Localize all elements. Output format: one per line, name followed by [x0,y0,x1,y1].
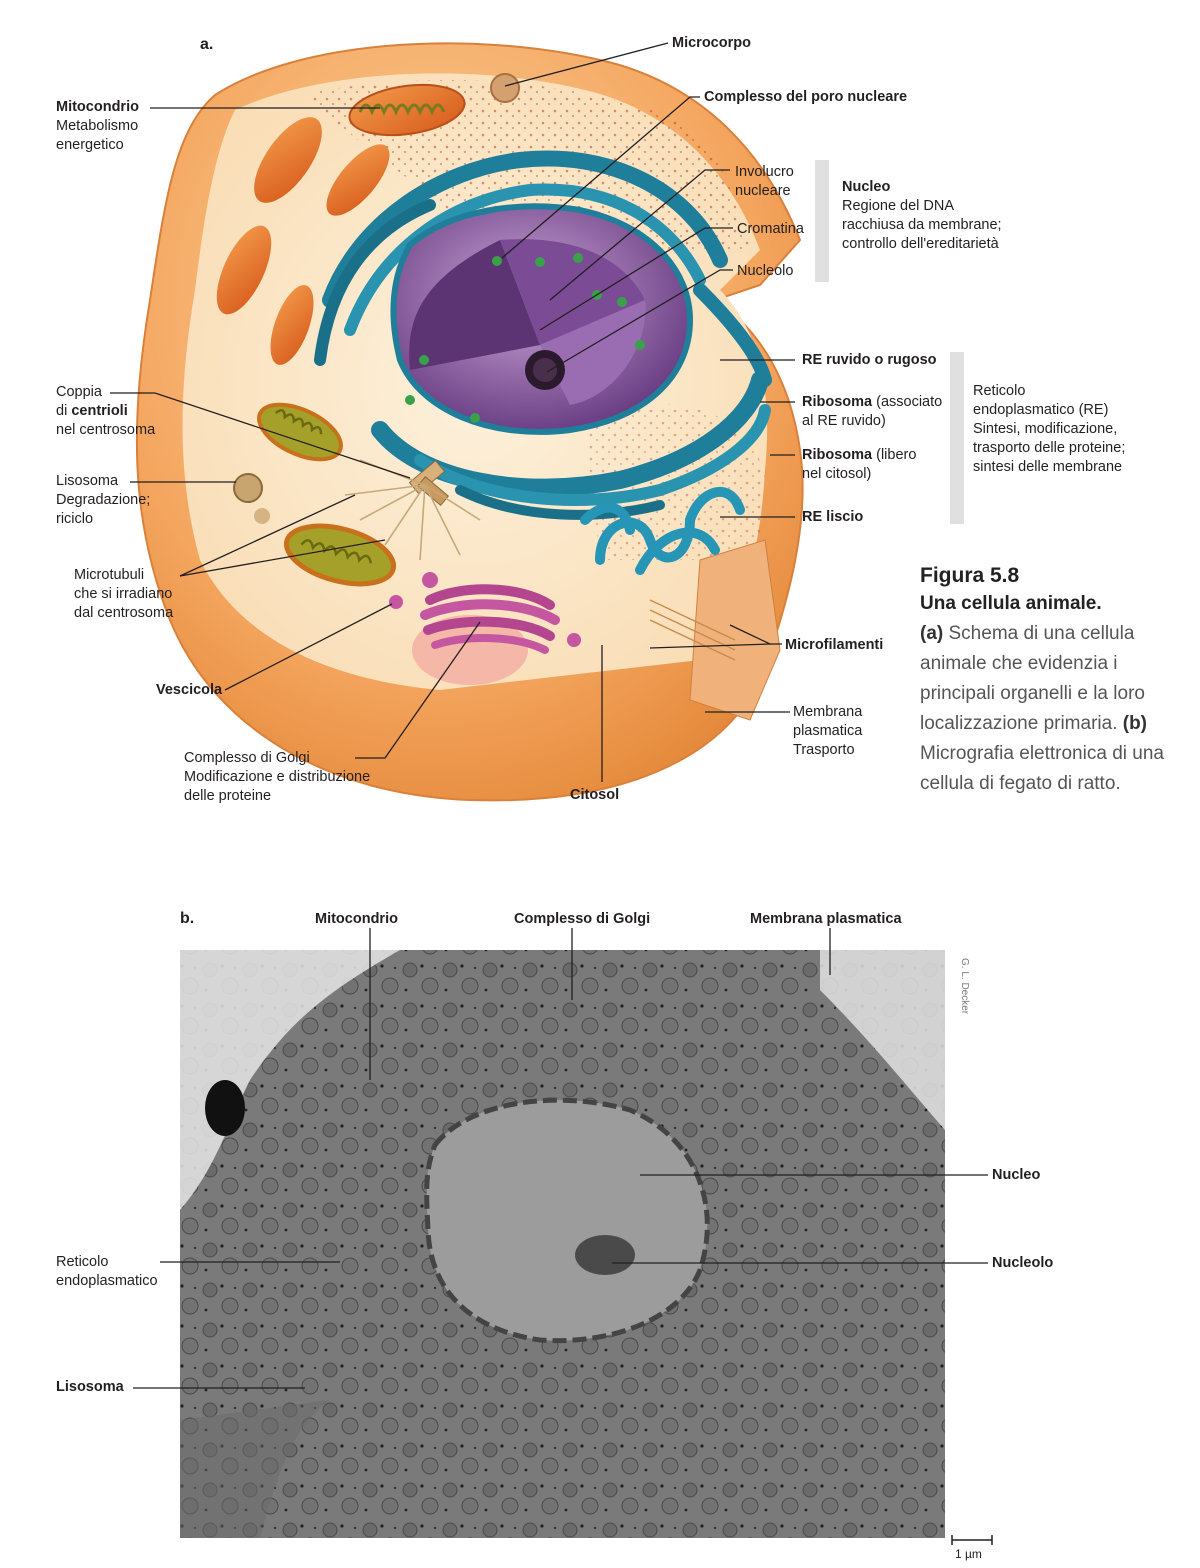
caption-b-text: Micrografia elettronica di una cellula d… [920,743,1164,794]
label-microfilamenti: Microfilamenti [785,637,884,653]
label-cromatina: Cromatina [737,221,804,237]
label-lisosoma: Lisosoma Degradazione; riciclo [56,472,150,529]
label-nucleolo: Nucleolo [737,263,794,279]
caption-body: (a) Schema di una cellula animale che ev… [920,619,1190,799]
leader-lines-b [133,928,988,1389]
label-membrana: Membrana plasmatica Trasporto [793,703,862,760]
membrane-flap [689,539,781,721]
label-mitocondrio: Mitocondrio Metabolismo energetico [56,98,139,155]
em-label-nucleo: Nucleo [992,1167,1041,1183]
micrograph [180,950,945,1538]
label-lisosoma-desc-1: Degradazione; [56,492,151,508]
label-reticolo-desc-2: trasporto delle proteine; [973,440,1126,456]
label-golgi-desc-1: Modificazione e distribuzione [184,769,371,785]
label-microtubuli-desc-1: che si irradiano [74,586,173,602]
label-coppia-2a: di [56,403,72,419]
label-poro-nucleare: Complesso del poro nucleare [704,89,908,105]
microbody [490,73,520,103]
smooth-er [580,486,745,575]
scale-bar [951,1535,993,1545]
label-membrana-desc: Trasporto [793,742,855,758]
rough-er [314,150,772,520]
label-coppia-2b: centrioli [71,403,128,419]
label-vescicola: Vescicola [156,682,223,698]
label-re-ruvido: RE ruvido o rugoso [802,352,937,368]
label-mitocondrio-desc-1: Metabolismo [56,118,139,134]
label-centrioli: Coppia di centrioli nel centrosoma [56,383,155,440]
label-reticolo-desc-3: sintesi delle membrane [973,459,1123,475]
label-re-liscio: RE liscio [802,509,864,525]
label-reticolo-title-1: Reticolo [973,383,1026,399]
em-label-nucleolo: Nucleolo [992,1255,1054,1271]
label-golgi-title: Complesso di Golgi [184,750,310,766]
scale-label: 1 µm [955,1547,982,1561]
label-ribosoma-associato: Ribosoma (associato al RE ruvido) [802,393,942,431]
label-involucro: Involucro nucleare [735,163,794,201]
em-label-membrana: Membrana plasmatica [750,911,902,927]
label-membrana-1: Membrana [793,704,863,720]
label-mitocondrio-desc-2: energetico [56,137,124,153]
caption-title: Una cellula animale. [920,593,1102,614]
figure-caption: Figura 5.8 Una cellula animale. (a) Sche… [920,563,1190,799]
label-lisosoma-title: Lisosoma [56,473,119,489]
label-ribosoma-libero: Ribosoma (libero nel citosol) [802,446,916,484]
label-golgi-desc-2: delle proteine [184,788,272,804]
leader-lines-a [110,42,795,782]
label-mitocondrio-title: Mitocondrio [56,99,139,115]
label-involucro-2: nucleare [735,183,791,199]
label-nucleo-desc-2: racchiusa da membrane; [842,217,1002,233]
mitochondria [216,83,466,587]
label-nucleo-title: Nucleo [842,179,891,195]
em-label-lisosoma: Lisosoma [56,1379,124,1395]
label-nucleo-desc-1: Regione del DNA [842,198,955,214]
label-nucleo-desc-3: controllo dell'ereditarietà [842,236,999,252]
nucleus [390,203,694,435]
caption-a-tag: (a) [920,623,944,644]
em-label-reticolo: Reticolo endoplasmatico [56,1253,158,1291]
label-reticolo-desc-1: Sintesi, modificazione, [973,421,1118,437]
label-ribosoma-1-desc-b: al RE ruvido) [802,413,886,429]
panel-a-tag: a. [200,36,214,53]
caption-b-tag: (b) [1122,713,1148,734]
label-ribosoma-1-desc-a: (associato [872,394,943,410]
caption-a-text: Schema di una cellula animale che eviden… [920,623,1145,734]
label-membrana-2: plasmatica [793,723,863,739]
golgi [389,572,581,685]
panel-b-tag: b. [180,910,195,927]
photo-credit: G. L. Decker [959,958,970,1015]
label-reticolo-group: Reticolo endoplasmatico (RE) Sintesi, mo… [973,382,1125,477]
em-label-mitocondrio: Mitocondrio [315,911,398,927]
em-label-reticolo-2: endoplasmatico [56,1273,158,1289]
em-label-golgi: Complesso di Golgi [514,911,651,927]
label-ribosoma-1-title: Ribosoma [802,394,873,410]
label-coppia-3: nel centrosoma [56,422,156,438]
label-citosol: Citosol [570,787,620,803]
label-involucro-1: Involucro [735,164,794,180]
lysosome [233,473,263,503]
label-ribosoma-2-desc-b: nel citosol) [802,466,872,482]
em-label-reticolo-1: Reticolo [56,1254,109,1270]
label-lisosoma-desc-2: riciclo [56,511,94,527]
label-golgi: Complesso di Golgi Modificazione e distr… [184,749,370,806]
label-nucleo-group: Nucleo Regione del DNA racchiusa da memb… [842,178,1002,254]
label-ribosoma-2-desc-a: (libero [872,447,917,463]
caption-figure-number: Figura 5.8 [920,564,1020,587]
cell-diagram [135,42,804,802]
label-coppia-1: Coppia [56,384,102,400]
label-microtubuli-desc-2: dal centrosoma [74,605,174,621]
label-microtubuli: Microtubuli che si irradiano dal centros… [74,566,173,623]
label-microcorpo: Microcorpo [672,35,751,51]
label-microtubuli-title: Microtubuli [74,567,145,583]
label-ribosoma-2-title: Ribosoma [802,447,873,463]
label-reticolo-title-2: endoplasmatico (RE) [973,402,1109,418]
